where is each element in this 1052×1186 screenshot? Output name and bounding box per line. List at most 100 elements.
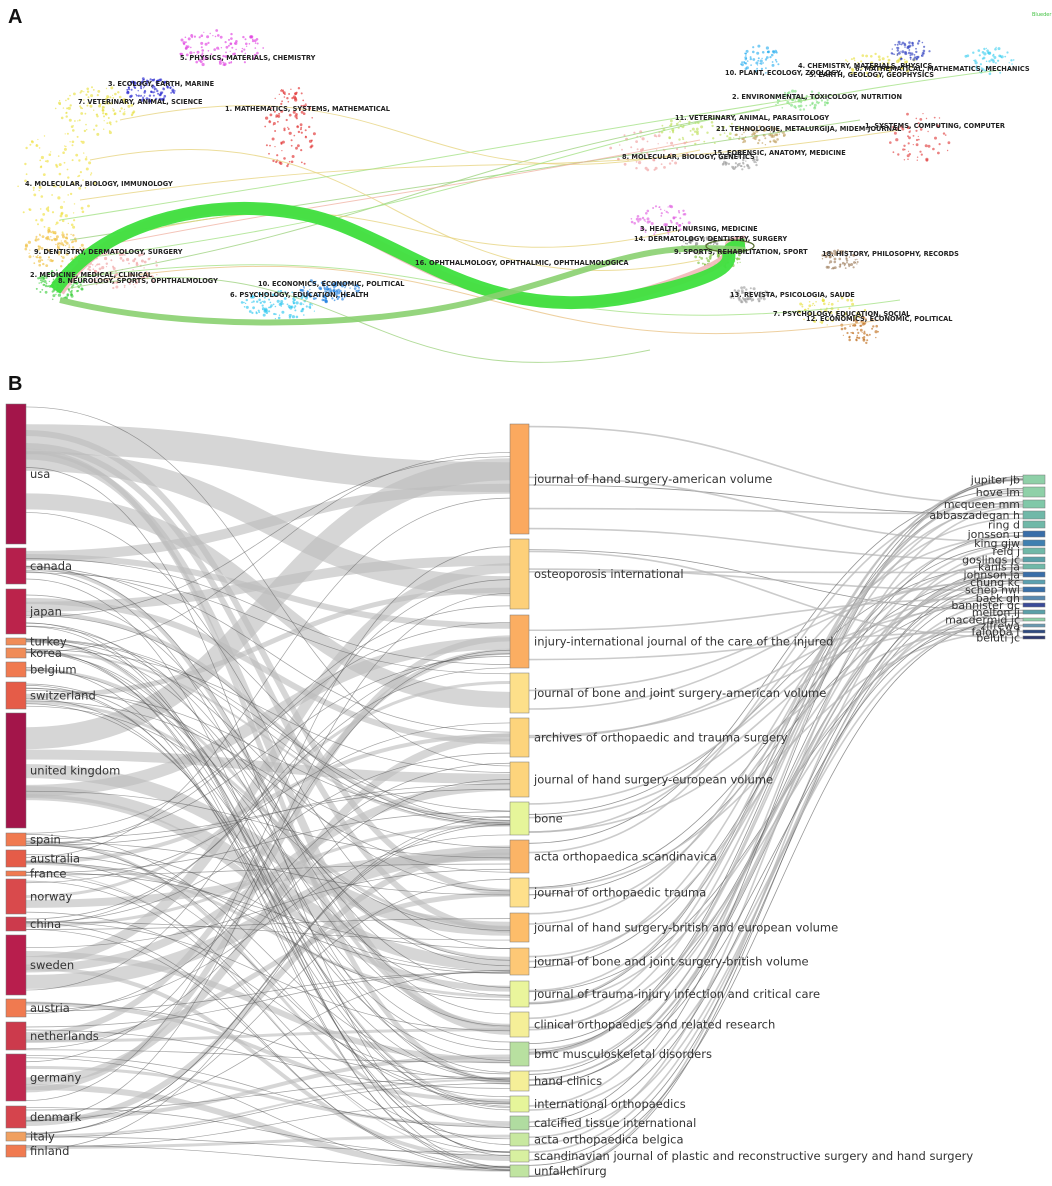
cluster-point bbox=[133, 85, 136, 88]
cluster-point bbox=[635, 140, 638, 144]
cluster-point bbox=[283, 96, 286, 98]
country-node-label: canada bbox=[30, 559, 72, 573]
cluster-point bbox=[91, 86, 93, 89]
cluster-point bbox=[142, 87, 145, 89]
cluster-point bbox=[689, 129, 692, 132]
cluster-point bbox=[903, 58, 906, 61]
cluster-point bbox=[646, 140, 649, 143]
cluster-point bbox=[300, 296, 304, 300]
cluster-point bbox=[693, 236, 697, 239]
cluster-point bbox=[172, 85, 174, 88]
cluster-point bbox=[174, 90, 176, 92]
country-journal-link bbox=[25, 1083, 511, 1138]
cluster-point bbox=[299, 128, 302, 131]
journal-node-label: unfallchirurg bbox=[534, 1164, 607, 1178]
cluster-point bbox=[107, 102, 110, 105]
cluster-point bbox=[736, 164, 739, 166]
cluster-point bbox=[133, 284, 135, 286]
cluster-point bbox=[908, 153, 911, 156]
journal-node-label: archives of orthopaedic and trauma surge… bbox=[534, 731, 788, 745]
cluster-point bbox=[263, 300, 266, 304]
cluster-point bbox=[248, 310, 252, 313]
country-journal-link bbox=[25, 566, 511, 821]
cluster-point bbox=[663, 223, 667, 227]
cluster-point bbox=[127, 83, 130, 86]
cluster-point bbox=[974, 59, 977, 62]
cluster-point bbox=[182, 41, 186, 45]
cluster-point bbox=[856, 334, 858, 337]
cluster-point bbox=[772, 139, 776, 143]
cluster-point bbox=[88, 161, 92, 165]
cluster-point bbox=[252, 57, 256, 60]
cluster-point bbox=[223, 62, 227, 66]
author-node-label: reid j bbox=[992, 545, 1020, 558]
country-journal-link bbox=[25, 652, 511, 1043]
cluster-point bbox=[904, 51, 907, 54]
cluster-point bbox=[68, 244, 70, 246]
cluster-point bbox=[917, 122, 920, 125]
left-cluster-label: 10. ECONOMICS, ECONOMIC, POLITICAL bbox=[258, 280, 405, 288]
cluster-point bbox=[924, 144, 928, 148]
cluster-point bbox=[214, 35, 217, 38]
cluster-point bbox=[630, 220, 634, 224]
right-cluster-label: 9. SPORTS, REHABILITATION, SPORT bbox=[674, 248, 808, 256]
cluster-point bbox=[87, 96, 90, 99]
right-cluster-label: 7. PSYCHOLOGY, EDUCATION, SOCIAL bbox=[773, 310, 911, 318]
journal-author-link bbox=[528, 617, 1024, 1166]
cluster-point bbox=[61, 233, 65, 237]
cluster-point bbox=[155, 260, 158, 263]
author-node-label: kanis ja bbox=[978, 560, 1020, 573]
cluster-point bbox=[917, 135, 919, 138]
cluster-point bbox=[42, 262, 45, 266]
right-cluster-cloud bbox=[609, 130, 689, 172]
cluster-point bbox=[290, 314, 292, 316]
cluster-point bbox=[303, 162, 306, 165]
cluster-point bbox=[900, 125, 904, 129]
author-node-label: bannister gc bbox=[951, 599, 1020, 612]
cluster-point bbox=[923, 52, 925, 55]
cluster-point bbox=[80, 112, 84, 115]
cluster-point bbox=[756, 67, 758, 70]
cluster-point bbox=[716, 252, 720, 256]
cluster-point bbox=[288, 316, 292, 319]
cluster-point bbox=[152, 94, 155, 97]
cluster-point bbox=[875, 324, 878, 328]
cluster-point bbox=[846, 251, 849, 254]
cluster-point bbox=[234, 42, 236, 45]
cluster-point bbox=[139, 85, 143, 88]
cluster-point bbox=[58, 253, 60, 256]
cluster-point bbox=[860, 324, 863, 327]
journal-author-link bbox=[528, 597, 1024, 632]
cluster-point bbox=[309, 279, 313, 283]
country-node-bar bbox=[5, 878, 27, 915]
cluster-point bbox=[849, 325, 851, 327]
cluster-point bbox=[206, 35, 210, 39]
country-node-bar bbox=[5, 547, 27, 585]
cluster-point bbox=[60, 240, 62, 242]
cluster-point bbox=[62, 107, 65, 109]
country-journal-link bbox=[25, 571, 511, 1081]
cluster-point bbox=[784, 93, 788, 97]
cluster-point bbox=[227, 44, 230, 47]
cluster-point bbox=[862, 338, 866, 341]
cluster-point bbox=[797, 94, 799, 97]
cluster-point bbox=[154, 89, 156, 91]
cluster-point bbox=[96, 94, 99, 97]
cluster-point bbox=[38, 256, 41, 259]
cluster-point bbox=[900, 43, 903, 46]
cluster-point bbox=[739, 164, 743, 168]
cluster-point bbox=[995, 46, 997, 49]
cluster-point bbox=[644, 220, 646, 222]
cluster-point bbox=[794, 100, 796, 102]
cluster-point bbox=[282, 303, 285, 305]
cluster-point bbox=[855, 315, 857, 317]
country-node-bar bbox=[5, 681, 27, 710]
cluster-point bbox=[715, 242, 719, 246]
cluster-point bbox=[60, 255, 63, 258]
cluster-point bbox=[308, 139, 313, 143]
cluster-point bbox=[915, 47, 917, 50]
right-cluster-label: 12. ECONOMICS, ECONOMIC, POLITICAL bbox=[806, 315, 953, 323]
cluster-point bbox=[78, 186, 82, 190]
country-node-label: italy bbox=[30, 1130, 55, 1144]
cluster-point bbox=[78, 119, 81, 122]
